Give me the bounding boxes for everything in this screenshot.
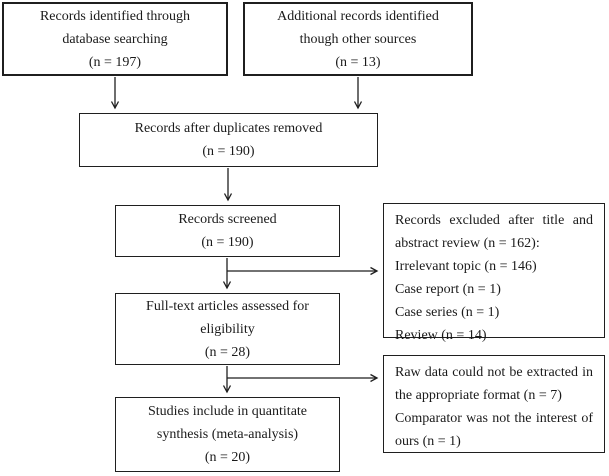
flow-box-excluded-fulltext: Raw data could not be extracted in the a… [383, 355, 605, 453]
box-text-line: (n = 28) [204, 344, 251, 360]
flow-box-studies-included: Studies include in quantitate synthesis … [115, 397, 340, 472]
flow-box-fulltext-assessed: Full-text articles assessed for eligibil… [115, 293, 340, 365]
exclusion-reason: Raw data could not be extracted in the a… [395, 365, 593, 403]
box-text-line: (n = 13) [335, 54, 381, 70]
box-text-line: (n = 190) [201, 235, 254, 250]
flow-box-additional-records: Additional records identified though oth… [243, 2, 473, 76]
flow-box-records-screened: Records screened (n = 190) [115, 205, 340, 257]
exclusion-reason: Review (n = 14) [395, 328, 487, 343]
exclusion-reason: Case report (n = 1) [395, 282, 501, 297]
box-text-line: Records screened [178, 212, 277, 227]
box-text-line: Records after duplicates removed [134, 121, 323, 136]
exclusion-reason: Irrelevant topic (n = 146) [395, 259, 537, 274]
box-text-line: (n = 197) [88, 54, 142, 70]
exclusion-reason: Case series (n = 1) [395, 305, 500, 320]
exclusion-reason: Comparator was not the interest of ours … [395, 411, 593, 449]
box-text-line: Studies include in quantitate [147, 404, 308, 419]
box-text-line: Additional records identified [277, 8, 439, 24]
flow-box-records-identified: Records identified through database sear… [2, 2, 228, 76]
box-text-line: Full-text articles assessed for [146, 298, 309, 314]
box-text-line: (n = 190) [202, 144, 255, 159]
flow-box-excluded-screening: Records excluded after title and abstrac… [383, 203, 605, 343]
box-text-line: eligibility [200, 321, 255, 337]
box-text-line: though other sources [299, 31, 417, 47]
exclusion-reason: Records excluded after title and abstrac… [395, 213, 593, 251]
box-text-line: Records identified through [39, 8, 191, 24]
box-text-line: (n = 20) [204, 450, 251, 465]
box-text-line: synthesis (meta-analysis) [156, 427, 299, 442]
flow-box-duplicates-removed: Records after duplicates removed (n = 19… [79, 113, 378, 167]
box-text-line: database searching [62, 31, 168, 47]
